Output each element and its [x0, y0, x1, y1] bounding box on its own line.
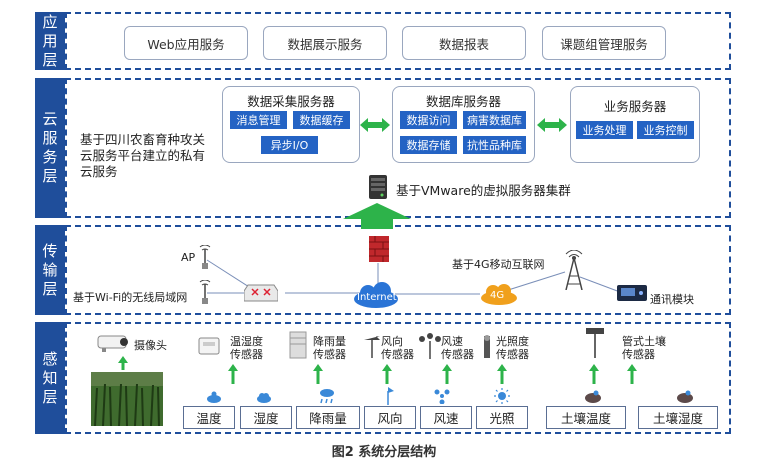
sensor-label-rain: 降雨量 传感器: [313, 335, 346, 361]
layer-label-app: 应用层: [42, 12, 58, 69]
layer-box-app: [65, 12, 731, 70]
figure-caption: 图2 系统分层结构: [331, 445, 437, 460]
app-service-display: 数据展示服务: [263, 26, 387, 60]
cloud-description: 基于四川农畜育种攻关云服务平台建立的私有云服务: [80, 132, 206, 179]
rain-gauge-sensor-icon: [289, 331, 307, 359]
comm-module-label: 通讯模块: [650, 293, 694, 306]
sensor-label-wind-speed: 风速 传感器: [441, 335, 474, 361]
g4-label: 4G: [490, 290, 505, 301]
soil-sensor-icon: [586, 328, 604, 358]
layer-box-transport: [65, 225, 731, 315]
chip-resistant-db: 抗性品种库: [463, 136, 526, 154]
ap-label: AP: [181, 251, 196, 264]
base-soil-temperature: 土壤温度: [546, 406, 626, 429]
app-service-report: 数据报表: [402, 26, 526, 60]
double-arrow-2: [537, 118, 567, 132]
g4-cloud-icon: [481, 284, 517, 305]
database-server: 数据库服务器 数据访问 病害数据库 数据存储 抗性品种库: [392, 86, 535, 163]
rain-icon: [320, 389, 334, 404]
layer-tab-transport: 传输层: [35, 225, 65, 315]
vmware-label: 基于VMware的虚拟服务器集群: [396, 183, 571, 198]
layer-label-cloud: 云服务层: [42, 110, 58, 185]
chip-async: 异步I/O: [261, 136, 318, 154]
base-wind-direction: 风向: [364, 406, 416, 429]
business-server: 业务服务器 业务处理 业务控制: [570, 86, 700, 163]
collect-server: 数据采集服务器 消息管理 数据缓存 异步I/O: [222, 86, 360, 163]
layer-tab-app: 应用层: [35, 12, 65, 70]
wifi-antenna-icon: [199, 280, 211, 304]
transport-lines: [206, 259, 621, 295]
layer-label-transport: 传输层: [42, 241, 58, 298]
cell-tower-icon: [565, 250, 583, 290]
base-wind-speed: 风速: [420, 406, 472, 429]
firewall-icon: [369, 236, 389, 262]
chip-cache: 数据缓存: [293, 111, 350, 129]
server-rack-icon: [369, 175, 387, 199]
big-up-arrow: [343, 203, 411, 229]
sensor-label-soil: 管式土壤 传感器: [622, 335, 666, 361]
crop-photo: [91, 372, 163, 426]
base-light: 光照: [476, 406, 528, 429]
chip-data-storage: 数据存储: [400, 136, 457, 154]
chip-message: 消息管理: [230, 111, 287, 129]
wind-speed-sensor-icon: [419, 333, 441, 359]
camera-icon: [97, 335, 128, 352]
sensing-arrows: [118, 356, 637, 384]
sensor-label-temp-humidity: 温湿度 传感器: [230, 335, 263, 361]
wind-direction-sensor-icon: [364, 336, 380, 358]
wind-direction-icon: [387, 387, 394, 405]
g4-network-label: 基于4G移动互联网: [452, 258, 545, 271]
ap-antenna-icon: [199, 245, 211, 269]
sensor-label-wind-direction: 风向 传感器: [381, 335, 414, 361]
chip-biz-process: 业务处理: [576, 121, 633, 139]
internet-label: Internet: [357, 292, 397, 303]
camera-label: 摄像头: [134, 339, 167, 352]
double-arrow-1: [360, 118, 390, 132]
database-server-title: 数据库服务器: [425, 94, 501, 109]
collect-server-title: 数据采集服务器: [247, 94, 335, 109]
layer-label-sensing: 感知层: [42, 349, 58, 406]
sensor-label-light: 光照度 传感器: [496, 335, 529, 361]
base-rainfall: 降雨量: [296, 406, 360, 429]
wifi-label: 基于Wi-Fi的无线局域网: [73, 291, 188, 304]
temp-humidity-sensor-icon: [198, 337, 220, 355]
chip-disease-db: 病害数据库: [463, 111, 526, 129]
layer-box-sensing: [65, 322, 731, 434]
layer-tab-sensing: 感知层: [35, 322, 65, 434]
app-service-web: Web应用服务: [124, 26, 248, 60]
thermometer-icon: [207, 391, 221, 403]
business-server-title: 业务服务器: [603, 99, 667, 114]
internet-cloud-icon: [354, 282, 398, 308]
app-service-group: 课题组管理服务: [542, 26, 666, 60]
soil-humidity-icon: [677, 390, 693, 403]
wind-speed-icon: [434, 389, 450, 404]
soil-temp-icon: [585, 390, 601, 403]
comm-module-icon: [617, 285, 647, 301]
sun-icon: [494, 388, 510, 404]
layer-tab-cloud: 云服务层: [35, 78, 65, 218]
chip-biz-control: 业务控制: [637, 121, 694, 139]
router-icon: [244, 284, 278, 302]
base-humidity: 湿度: [240, 406, 292, 429]
base-temperature: 温度: [183, 406, 235, 429]
chip-data-access: 数据访问: [400, 111, 457, 129]
base-soil-humidity: 土壤湿度: [638, 406, 718, 429]
light-sensor-icon: [484, 335, 490, 358]
humidity-icon: [257, 393, 271, 403]
